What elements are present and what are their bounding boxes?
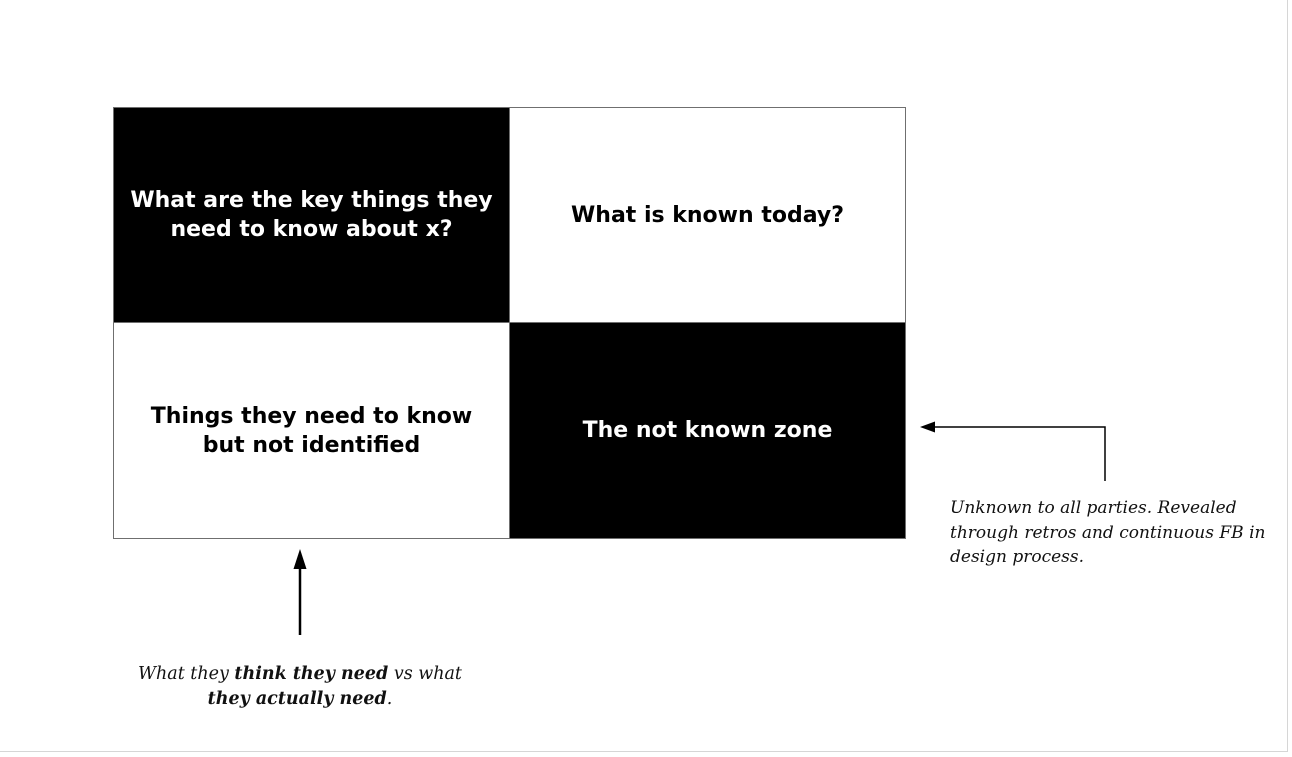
- bottom-annotation-emphasis-2: they actually need: [207, 688, 387, 709]
- right-annotation: Unknown to all parties. Revealed through…: [950, 498, 1266, 567]
- quadrant-bottom-left: Things they need to know but not identif…: [114, 323, 510, 538]
- bottom-annotation-part3: vs what: [388, 664, 462, 684]
- quadrant-top-right-label: What is known today?: [571, 202, 844, 228]
- quadrant-top-left-label: What are the key things they need to kno…: [130, 188, 493, 242]
- bottom-annotation-emphasis-1: think they need: [234, 664, 389, 684]
- quadrant-bottom-right: The not known zone: [510, 323, 905, 538]
- quadrant-grid: What are the key things they need to kno…: [113, 107, 906, 539]
- quadrant-bottom-left-label: Things they need to know but not identif…: [150, 403, 473, 458]
- quadrant-bottom-right-label: The not known zone: [582, 418, 833, 443]
- bottom-annotation: What they think they need vs what they a…: [120, 662, 480, 711]
- quadrant-top-left: What are the key things they need to kno…: [114, 108, 510, 323]
- bottom-annotation-part5: .: [386, 688, 393, 709]
- bottom-annotation-part1: What they: [138, 664, 235, 684]
- quadrant-top-right: What is known today?: [510, 108, 905, 323]
